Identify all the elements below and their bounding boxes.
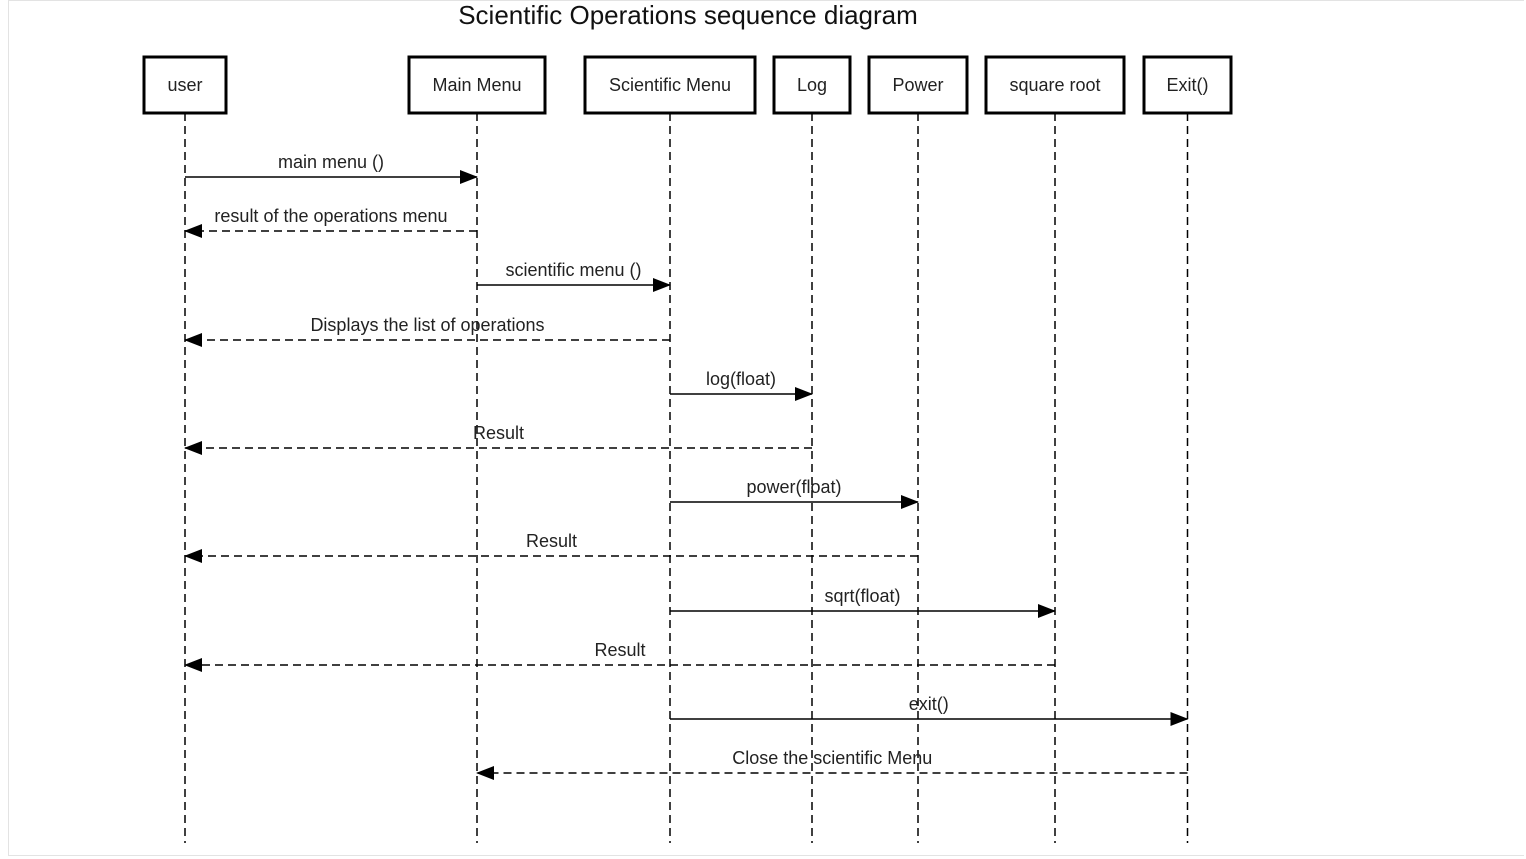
message-label: Result <box>594 640 645 660</box>
message-label: scientific menu () <box>505 260 641 280</box>
diagram-canvas <box>8 0 1524 856</box>
message-3[interactable]: scientific menu () <box>477 260 671 292</box>
message-label: main menu () <box>278 152 384 172</box>
participant-box <box>407 55 547 115</box>
participant-label: square root <box>1009 75 1100 95</box>
diagram-title: Scientific Operations sequence diagram <box>458 0 918 30</box>
participant-main[interactable]: Main Menu <box>407 55 547 115</box>
message-label: Displays the list of operations <box>310 315 544 335</box>
message-6[interactable]: Result <box>184 423 812 455</box>
participant-exit[interactable]: Exit() <box>1142 55 1233 115</box>
message-9[interactable]: sqrt(float) <box>670 586 1056 618</box>
message-5[interactable]: log(float) <box>670 369 813 401</box>
message-1[interactable]: main menu () <box>185 152 478 184</box>
message-12[interactable]: Close the scientific Menu <box>476 748 1188 780</box>
participant-box <box>867 55 969 115</box>
message-label: power(float) <box>746 477 841 497</box>
participant-label: Main Menu <box>432 75 521 95</box>
message-label: sqrt(float) <box>824 586 900 606</box>
message-2[interactable]: result of the operations menu <box>184 206 477 238</box>
message-11[interactable]: exit() <box>670 694 1189 726</box>
message-10[interactable]: Result <box>184 640 1055 672</box>
participant-sci[interactable]: Scientific Menu <box>583 55 757 115</box>
participant-label: Scientific Menu <box>609 75 731 95</box>
participant-box <box>142 55 228 115</box>
participant-box <box>1142 55 1233 115</box>
message-4[interactable]: Displays the list of operations <box>184 315 670 347</box>
message-label: Result <box>526 531 577 551</box>
message-label: result of the operations menu <box>214 206 447 226</box>
message-8[interactable]: Result <box>184 531 918 563</box>
participant-user[interactable]: user <box>142 55 228 115</box>
participant-label: Log <box>797 75 827 95</box>
participant-sqrt[interactable]: square root <box>984 55 1126 115</box>
participant-log[interactable]: Log <box>772 55 852 115</box>
participant-label: Power <box>892 75 943 95</box>
message-label: Close the scientific Menu <box>732 748 932 768</box>
participant-power[interactable]: Power <box>867 55 969 115</box>
message-label: Result <box>473 423 524 443</box>
participant-box <box>984 55 1126 115</box>
message-7[interactable]: power(float) <box>670 477 919 509</box>
participant-label: Exit() <box>1167 75 1209 95</box>
participant-label: user <box>167 75 202 95</box>
message-label: log(float) <box>706 369 776 389</box>
participant-box <box>583 55 757 115</box>
participant-box <box>772 55 852 115</box>
message-label: exit() <box>909 694 949 714</box>
